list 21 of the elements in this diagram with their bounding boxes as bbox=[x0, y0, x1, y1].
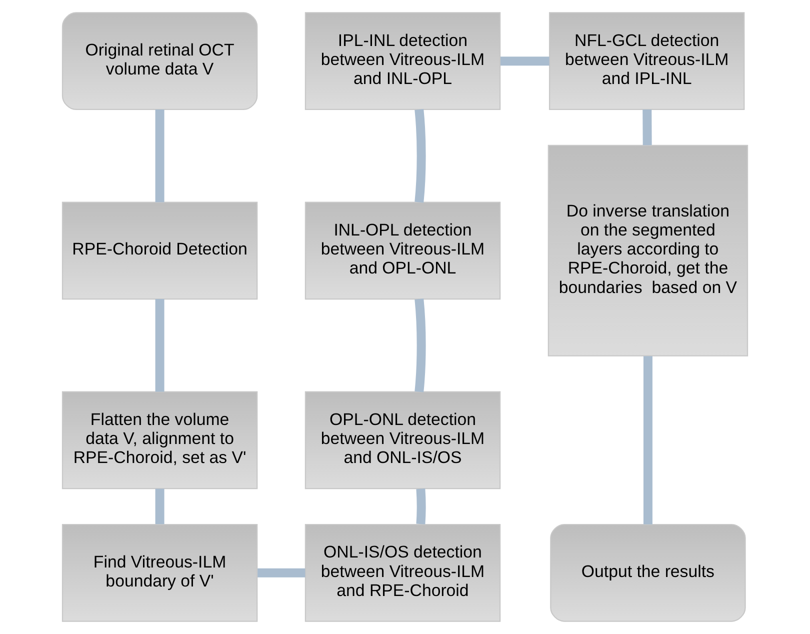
node-box: Find Vitreous-ILM boundary of V' bbox=[62, 524, 258, 622]
connector bbox=[414, 298, 426, 392]
connector bbox=[155, 488, 164, 524]
node-box: INL-OPL detection between Vitreous-ILM and OPL-ONL bbox=[304, 202, 501, 300]
node-box: ONL-IS/OS detection between Vitreous-ILM and RPE-Choroid bbox=[304, 524, 501, 622]
node-box: IPL-INL detection between Vitreous-ILM and INL-OPL bbox=[304, 12, 501, 110]
connector bbox=[500, 56, 550, 66]
node-box: Do inverse translation on the segmented layers according to RPE-Choroid, get the boundaries based on V bbox=[548, 144, 748, 356]
connector bbox=[642, 109, 652, 146]
node-box: Output the results bbox=[550, 524, 746, 622]
node-box: NFL-GCL detection between Vitreous-ILM and IPL-INL bbox=[548, 12, 745, 110]
connector bbox=[414, 109, 426, 203]
node-box: Original retinal OCT volume data V bbox=[62, 12, 258, 110]
connector bbox=[416, 488, 426, 524]
connector bbox=[155, 299, 164, 392]
connector bbox=[258, 568, 306, 578]
node-box: OPL-ONL detection between Vitreous-ILM and ONL-IS/OS bbox=[304, 391, 501, 490]
connector bbox=[155, 109, 164, 202]
node-box: Flatten the volume data V, alignment to RPE-Choroid, set as V' bbox=[62, 391, 258, 490]
connector bbox=[643, 356, 652, 524]
node-box: RPE-Choroid Detection bbox=[62, 202, 258, 300]
